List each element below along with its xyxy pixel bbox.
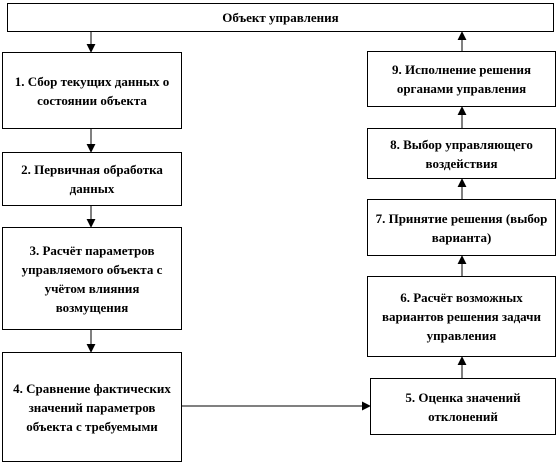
step-5-box: 5. Оценка значений отклонений [370, 378, 556, 435]
step-6-box: 6. Расчёт возможных вариантов решения за… [367, 276, 556, 357]
step-7-box: 7. Принятие решения (выбор варианта) [367, 199, 556, 256]
step-4-label: 4. Сравнение фактических значений параме… [13, 380, 171, 434]
control-object-label: Объект управления [222, 9, 339, 25]
step-6-label: 6. Расчёт возможных вариантов решения за… [381, 290, 541, 343]
step-4-box: 4. Сравнение фактических значений параме… [2, 352, 182, 462]
step-3-label: 3. Расчёт параметров управляемого объект… [21, 242, 163, 315]
step-7-label: 7. Принятие решения (выбор варианта) [375, 210, 548, 245]
step-1-label: 1. Сбор текущих данных о состоянии объек… [14, 73, 170, 108]
step-2-label: 2. Первичная обработка данных [21, 162, 163, 196]
step-5-label: 5. Оценка значений отклонений [405, 389, 521, 424]
step-8-label: 8. Выбор управляющего воздействия [390, 136, 533, 171]
step-3-box: 3. Расчёт параметров управляемого объект… [2, 227, 182, 330]
step-9-box: 9. Исполнение решения органами управлени… [367, 51, 556, 107]
step-2-box: 2. Первичная обработка данных [2, 152, 182, 206]
step-8-box: 8. Выбор управляющего воздействия [367, 128, 556, 179]
step-9-label: 9. Исполнение решения органами управлени… [391, 62, 531, 96]
step-1-box: 1. Сбор текущих данных о состоянии объек… [2, 52, 182, 129]
control-object-box: Объект управления [7, 3, 554, 32]
